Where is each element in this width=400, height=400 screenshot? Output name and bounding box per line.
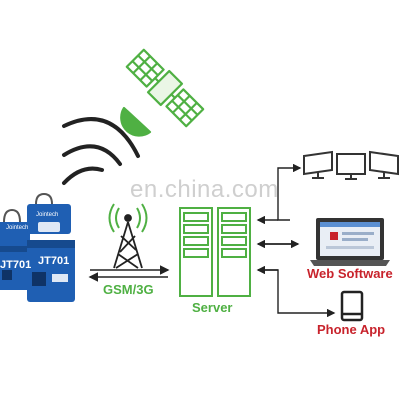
gsm-label: GSM/3G: [103, 282, 154, 297]
device-brand-text: Jointech: [36, 212, 59, 218]
cell-tower-icon: [108, 203, 148, 269]
connector-lines: [256, 163, 336, 318]
device-model-text: JT701: [0, 259, 32, 271]
tracker-device: [27, 192, 71, 234]
signal-waves-icon: [62, 117, 140, 185]
monitor-icon: [369, 150, 399, 179]
device-model-text: JT701: [38, 255, 70, 267]
gsm-arrows: [88, 265, 170, 282]
phone-icon: [340, 290, 364, 322]
tracker-device: [27, 240, 75, 302]
laptop-icon: [310, 218, 390, 266]
server-label: Server: [192, 300, 233, 315]
server-rack-icon: [179, 207, 251, 297]
web-software-label: Web Software: [307, 266, 393, 281]
monitor-icon: [303, 150, 333, 179]
tracker-device: [0, 208, 30, 290]
monitor-icon: [336, 153, 366, 180]
phone-app-label: Phone App: [317, 322, 386, 337]
device-brand-text: Jointech: [6, 225, 29, 231]
watermark-text: en.china.com: [130, 176, 279, 203]
satellite-icon: [120, 48, 205, 137]
